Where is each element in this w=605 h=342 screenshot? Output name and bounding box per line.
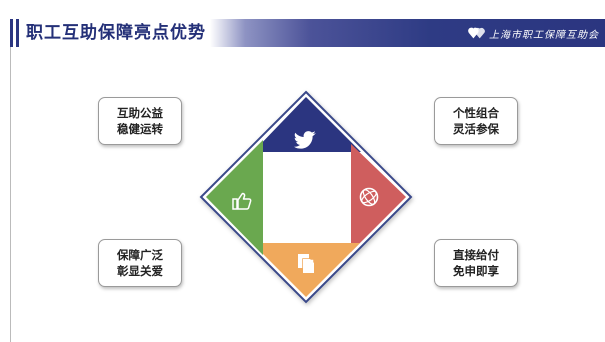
callout-direct-payment-line1: 直接给付 [453, 248, 499, 262]
callout-direct-payment: 直接给付 免申即享 [434, 239, 518, 287]
organization-logo: 上海市职工保障互助会 [468, 19, 599, 47]
callout-broad-coverage: 保障广泛 彰显关爱 [98, 239, 182, 287]
callout-broad-coverage-line1: 保障广泛 [117, 248, 163, 262]
callout-mutual-aid-line2: 稳健运转 [117, 122, 163, 136]
segment-right [351, 144, 406, 252]
title-bar [10, 19, 605, 47]
twitter-bird-icon [294, 131, 316, 149]
page-title: 职工互助保障亮点优势 [26, 23, 206, 43]
callout-direct-payment-line2: 免申即享 [453, 264, 499, 278]
callout-mutual-aid: 互助公益 稳健运转 [98, 97, 182, 145]
segment-top [253, 97, 361, 152]
double-heart-icon [468, 27, 485, 39]
callout-flexible-enrollment: 个性组合 灵活参保 [434, 97, 518, 145]
callout-flexible-enrollment-line1: 个性组合 [453, 106, 499, 120]
callout-flexible-enrollment-line2: 灵活参保 [453, 122, 499, 136]
callout-broad-coverage-line2: 彰显关爱 [117, 264, 163, 278]
globe-icon [359, 187, 379, 207]
center-square [268, 157, 348, 237]
callout-mutual-aid-line1: 互助公益 [117, 106, 163, 120]
thumbs-up-icon [232, 192, 252, 210]
left-divider [10, 47, 11, 342]
title-accent-bar-inner [16, 19, 19, 47]
title-accent-bar [10, 19, 13, 47]
organization-name: 上海市职工保障互助会 [489, 29, 599, 41]
copy-document-icon [298, 254, 315, 274]
segment-left [206, 140, 263, 255]
